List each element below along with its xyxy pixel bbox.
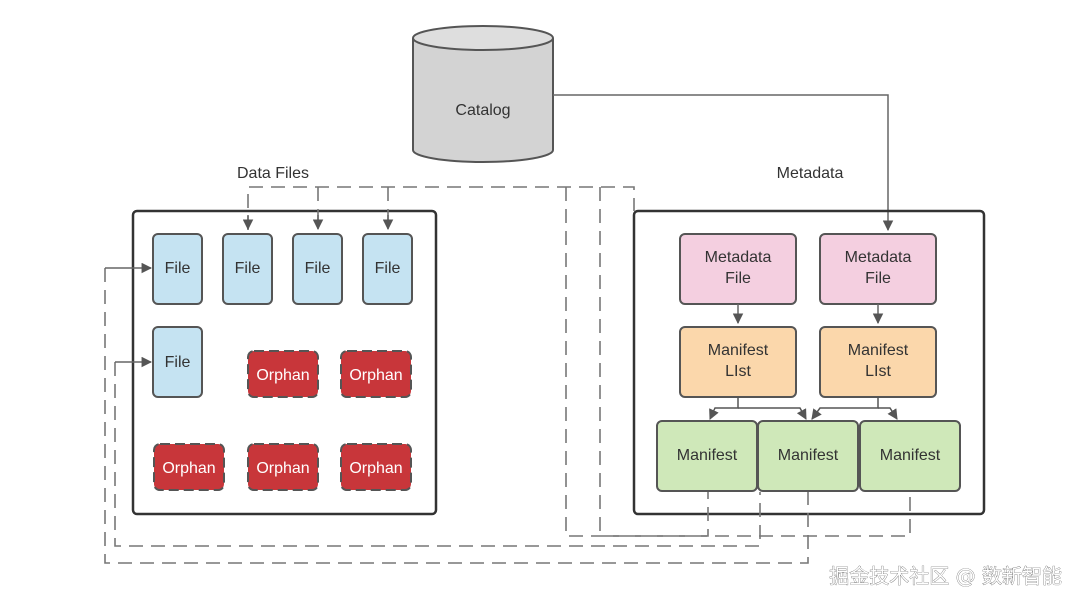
metadata-file-box: Metadata File bbox=[819, 233, 937, 305]
orphan-box: Orphan bbox=[153, 443, 225, 491]
list-to-manifest-arrows bbox=[709, 397, 898, 420]
manifest-list-label-line2: LIst bbox=[865, 363, 891, 380]
orphan-box: Orphan bbox=[247, 350, 319, 398]
manifest-list-label-line2: LIst bbox=[725, 363, 751, 380]
manifest-list-box: Manifest LIst bbox=[819, 326, 937, 398]
file-label: File bbox=[165, 260, 191, 277]
file-box: File bbox=[152, 233, 203, 305]
orphan-label: Orphan bbox=[162, 460, 215, 477]
metadata-file-label-line1: Metadata bbox=[705, 249, 772, 266]
manifest-list-label-line1: Manifest bbox=[708, 342, 769, 359]
file-label: File bbox=[305, 260, 331, 277]
metadata-to-list-arrows bbox=[732, 304, 884, 325]
manifest-list-box: Manifest LIst bbox=[679, 326, 797, 398]
orphan-box: Orphan bbox=[340, 443, 412, 491]
manifest-box: Manifest bbox=[757, 420, 859, 492]
orphan-label: Orphan bbox=[256, 367, 309, 384]
file-box: File bbox=[292, 233, 343, 305]
metadata-file-label-line1: Metadata bbox=[845, 249, 912, 266]
watermark-text: 掘金技术社区 @ 数新智能 bbox=[829, 564, 1062, 588]
file-box: File bbox=[222, 233, 273, 305]
metadata-file-box: Metadata File bbox=[679, 233, 797, 305]
data-files-title: Data Files bbox=[237, 165, 309, 182]
orphan-label: Orphan bbox=[349, 367, 402, 384]
metadata-file-label-line2: File bbox=[725, 270, 751, 287]
file-arrows bbox=[105, 215, 394, 368]
catalog-to-metadata-arrow bbox=[553, 94, 894, 232]
file-box: File bbox=[152, 326, 203, 398]
metadata-container bbox=[632, 209, 986, 516]
file-box: File bbox=[362, 233, 413, 305]
file-label: File bbox=[375, 260, 401, 277]
manifest-box: Manifest bbox=[859, 420, 961, 492]
file-label: File bbox=[235, 260, 261, 277]
catalog-label: Catalog bbox=[455, 102, 510, 119]
orphan-label: Orphan bbox=[256, 460, 309, 477]
metadata-file-label-line2: File bbox=[865, 270, 891, 287]
manifest-label: Manifest bbox=[778, 447, 839, 464]
file-label: File bbox=[165, 354, 191, 371]
orphan-box: Orphan bbox=[247, 443, 319, 491]
metadata-title: Metadata bbox=[777, 165, 844, 182]
catalog-cylinder: Catalog bbox=[412, 25, 554, 163]
manifest-label: Manifest bbox=[677, 447, 738, 464]
orphan-box: Orphan bbox=[340, 350, 412, 398]
orphan-label: Orphan bbox=[349, 460, 402, 477]
manifest-list-label-line1: Manifest bbox=[848, 342, 909, 359]
manifest-label: Manifest bbox=[880, 447, 941, 464]
manifest-box: Manifest bbox=[656, 420, 758, 492]
